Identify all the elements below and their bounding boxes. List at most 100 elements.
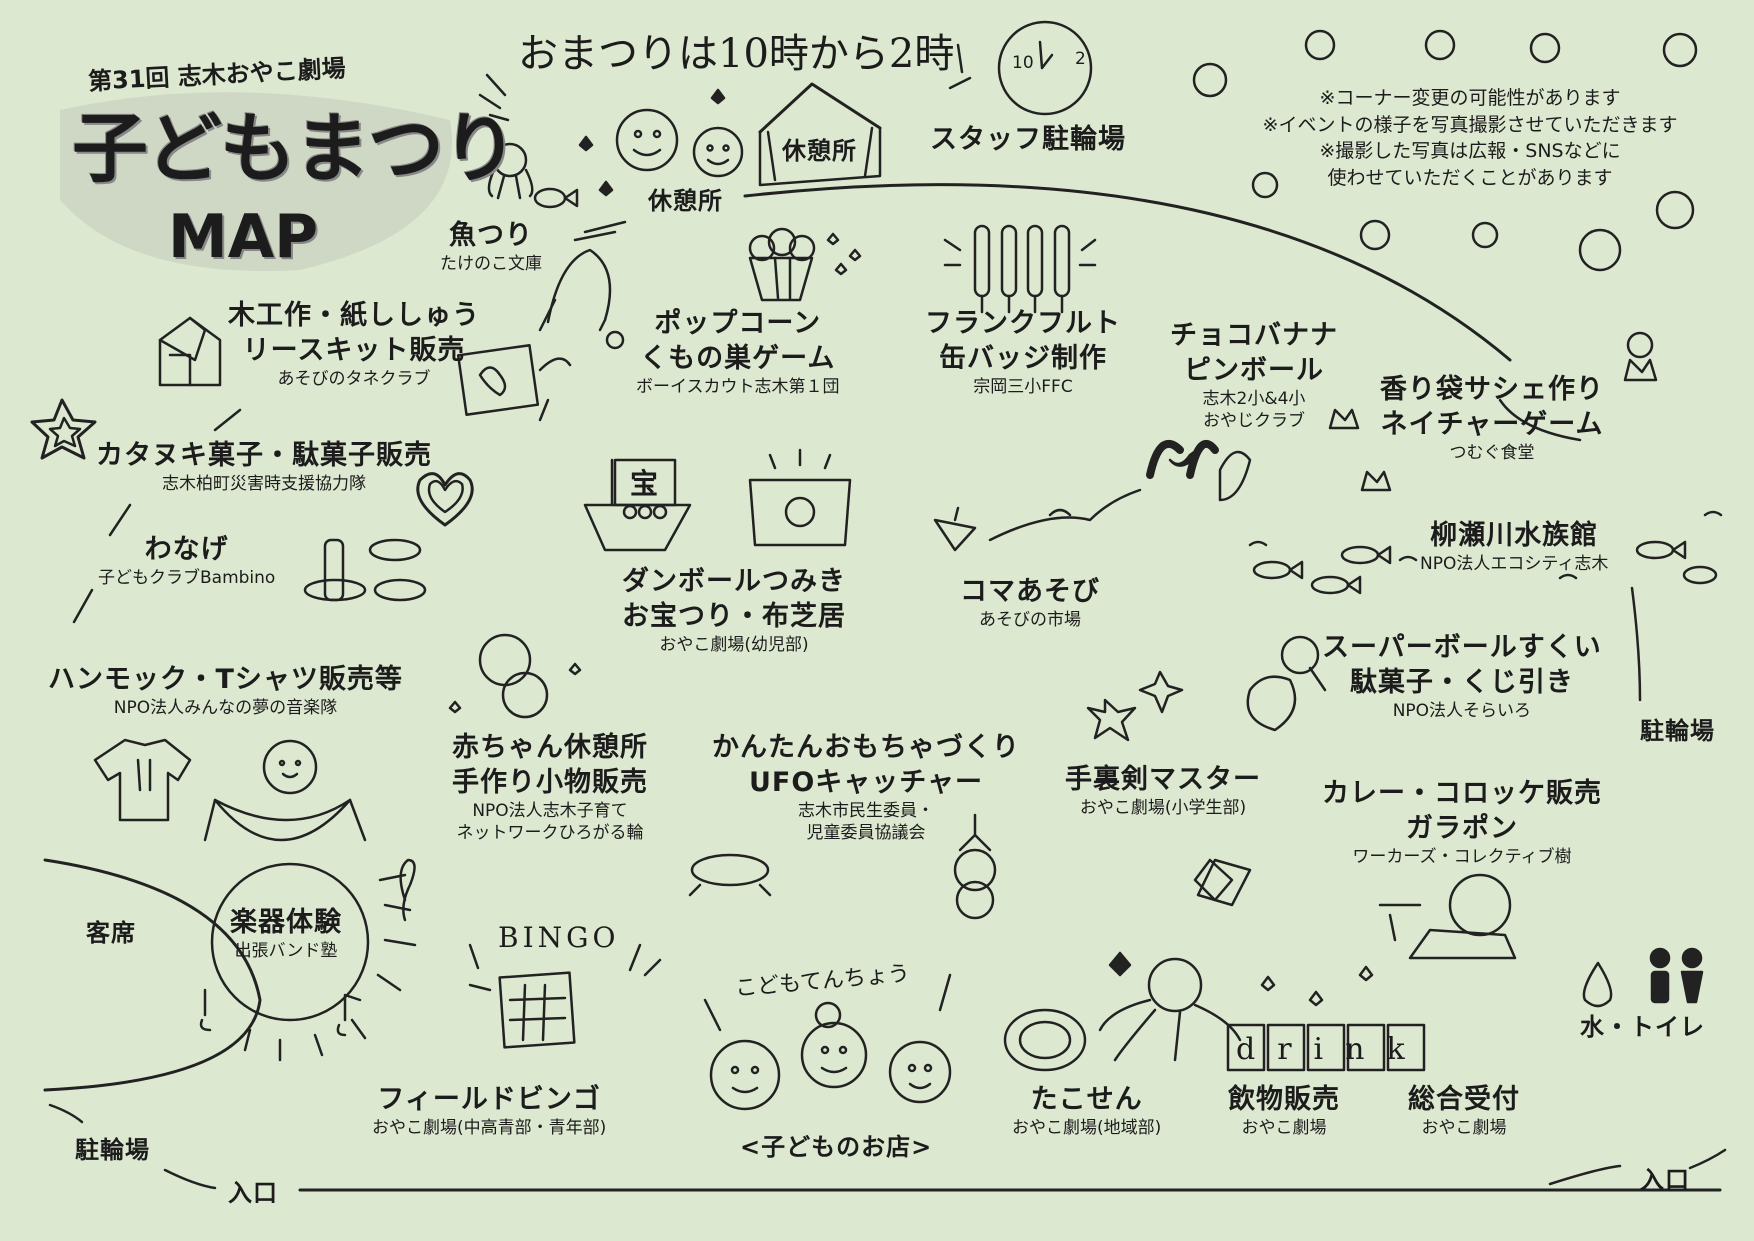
embroidery-card-drawing xyxy=(456,344,572,422)
booth-superball-name-2: 駄菓子・くじ引き xyxy=(1349,667,1574,699)
booth-cardboard-name-2: お宝つり・布芝居 xyxy=(622,601,846,633)
booth-choco-banana: チョコバナナ ピンボール 志木2小&4小 おやじクラブ xyxy=(1170,318,1338,432)
water-toilet-label: 水・トイレ xyxy=(1580,1013,1705,1041)
bingo-card-drawing xyxy=(468,943,662,1049)
shuriken-drawing xyxy=(1086,670,1252,907)
heart-cookie-drawing xyxy=(416,472,474,527)
clock-drawing xyxy=(997,20,1093,116)
small-octopus-drawing xyxy=(487,142,534,200)
booth-sachet: 香り袋サシェ作り ネイチャーゲーム つむぐ食堂 xyxy=(1380,372,1604,464)
small-fish-drawing xyxy=(533,187,579,209)
superball-net-drawing xyxy=(1246,635,1327,732)
booth-hammock-name: ハンモック・Tシャツ販売等 xyxy=(48,664,403,695)
aquarium-divider-line xyxy=(1498,398,1582,442)
booth-bingo-group: おやこ劇場(中高青部・青年部) xyxy=(372,1118,607,1139)
music-stage-drawing xyxy=(43,858,417,1092)
booth-katanuki-group: 志木柏町災害時支援協力隊 xyxy=(162,474,366,495)
entrance-right-label: 入口 xyxy=(1640,1166,1690,1194)
booth-wanage-group: 子どもクラブBambino xyxy=(98,568,276,589)
cardboard-box-drawing xyxy=(748,448,852,547)
entrance-left-label: 入口 xyxy=(228,1179,278,1207)
booth-toys-group-2: 児童委員協議会 xyxy=(806,823,926,844)
venue-boundary-arc xyxy=(743,183,1512,362)
booth-takosen-name: たこせん xyxy=(1030,1084,1143,1115)
bottom-left-path-2 xyxy=(48,1103,84,1124)
star-drawing xyxy=(30,398,97,460)
crown-decoration-drawing xyxy=(1328,331,1658,492)
right-path-line xyxy=(1630,586,1642,702)
booth-baby-rest-group-1: NPO法人志木子育て xyxy=(472,801,628,822)
bottom-right-path xyxy=(1548,1164,1622,1186)
flower-decoration-drawing xyxy=(1192,29,1698,272)
booth-choco-banana-name-1: チョコバナナ xyxy=(1170,320,1338,351)
baby-balloon-drawing xyxy=(448,633,582,719)
booth-frankfurt-name-1: フランクフルト xyxy=(925,308,1121,339)
booth-bingo: フィールドビンゴ おやこ劇場(中高青部・青年部) xyxy=(372,1082,606,1139)
booth-choco-banana-name-2: ピンボール xyxy=(1184,355,1324,387)
booth-superball-name-1: スーパーボールすくい xyxy=(1322,632,1602,663)
booth-fishing: 魚つり たけのこ文庫 xyxy=(440,218,542,275)
booth-sachet-name-1: 香り袋サシェ作り xyxy=(1380,374,1604,405)
booth-frankfurt-name-2: 缶バッジ制作 xyxy=(939,343,1107,375)
festival-hours: おまつりは10時から2時 xyxy=(518,31,955,77)
popcorn-drawing xyxy=(748,227,862,302)
map-title: 子どもまつり xyxy=(72,104,518,193)
booth-frankfurt-group: 宗岡三小FFC xyxy=(973,377,1073,398)
curry-tent-drawing xyxy=(1378,873,1517,960)
booth-reception-group: おやこ劇場 xyxy=(1421,1118,1507,1139)
booth-koma-group: あそびの市場 xyxy=(979,610,1081,631)
seats-label: 客席 xyxy=(86,919,136,947)
booth-takosen: たこせん おやこ劇場(地域部) xyxy=(1012,1082,1161,1139)
booth-bingo-name: フィールドビンゴ xyxy=(377,1084,601,1115)
booth-wanage: わなげ 子どもクラブBambino xyxy=(98,532,275,589)
booth-katanuki: カタヌキ菓子・駄菓子販売 志木柏町災害時支援協力隊 xyxy=(96,438,432,495)
ring-toss-drawing xyxy=(303,538,427,602)
rest-area-label: 休憩所 xyxy=(648,187,723,215)
notice-3: ※撮影した写真は広報・SNSなどに xyxy=(1319,140,1621,163)
booth-aquarium-group: NPO法人エコシティ志木 xyxy=(1420,554,1609,575)
booth-music-group: 出張バンド塾 xyxy=(234,941,338,962)
booth-superball-group: NPO法人そらいろ xyxy=(1392,701,1532,722)
booth-woodwork-name-1: 木工作・紙ししゅう xyxy=(228,300,480,331)
booth-choco-banana-group-2: おやじクラブ xyxy=(1203,411,1305,432)
booth-toys-group-1: 志木市民生委員・ xyxy=(798,801,934,822)
rest-house-label: 休憩所 xyxy=(782,137,857,165)
water-drop-icon xyxy=(1582,961,1613,1008)
booth-koma: コマあそび あそびの市場 xyxy=(960,574,1100,631)
notice-1: ※コーナー変更の可能性があります xyxy=(1319,87,1621,109)
booth-popcorn-group: ボーイスカウト志木第１団 xyxy=(636,377,840,398)
clock-label-2: 2 xyxy=(1075,49,1086,69)
booth-wanage-name: わなげ xyxy=(144,534,229,565)
booth-aquarium-name: 柳瀬川水族館 xyxy=(1430,520,1599,551)
booth-cardboard-group: おやこ劇場(幼児部) xyxy=(659,635,809,656)
booth-katanuki-name: カタヌキ菓子・駄菓子販売 xyxy=(96,440,432,471)
drink-sign: drink xyxy=(1236,1032,1427,1067)
smiley-faces-drawing xyxy=(615,108,744,178)
booth-shuriken: 手裏剣マスター おやこ劇場(小学生部) xyxy=(1065,762,1261,819)
booth-popcorn-name-1: ポップコーン xyxy=(654,308,822,339)
koma-drawing xyxy=(933,488,1142,552)
booth-toys-name-1: かんたんおもちゃづくり xyxy=(712,732,1020,763)
title-burst xyxy=(60,92,453,272)
tshirt-drawing xyxy=(93,738,192,822)
booth-sachet-group: つむぐ食堂 xyxy=(1449,443,1535,464)
kids-shop-label: <子どものお店> xyxy=(740,1133,933,1161)
notice-list: ※コーナー変更の可能性があります ※イベントの様子を写真撮影させていただきます … xyxy=(1240,85,1700,191)
booth-toys: かんたんおもちゃづくり UFOキャッチャー 志木市民生委員・ 児童委員協議会 xyxy=(712,730,1020,844)
toilet-icon xyxy=(1649,947,1704,1004)
booth-drinks: 飲物販売 おやこ劇場 xyxy=(1228,1082,1340,1139)
treasure-sign: 宝 xyxy=(630,467,660,500)
booth-reception: 総合受付 おやこ劇場 xyxy=(1408,1082,1520,1139)
booth-drinks-name: 飲物販売 xyxy=(1228,1084,1340,1115)
notice-2: ※イベントの様子を写真撮影させていただきます xyxy=(1262,113,1678,136)
hammock-drawing xyxy=(203,739,367,842)
booth-curry-name-2: ガラポン xyxy=(1406,813,1518,845)
fish-school-drawing xyxy=(1248,510,1723,595)
booth-koma-name: コマあそび xyxy=(960,576,1100,607)
ufo-catcher-drawing xyxy=(688,813,997,920)
choco-banana-drawing xyxy=(1146,440,1252,502)
rest-house-drawing xyxy=(758,82,882,187)
booth-baby-rest: 赤ちゃん休憩所 手作り小物販売 NPO法人志木子育て ネットワークひろがる輪 xyxy=(452,730,648,844)
